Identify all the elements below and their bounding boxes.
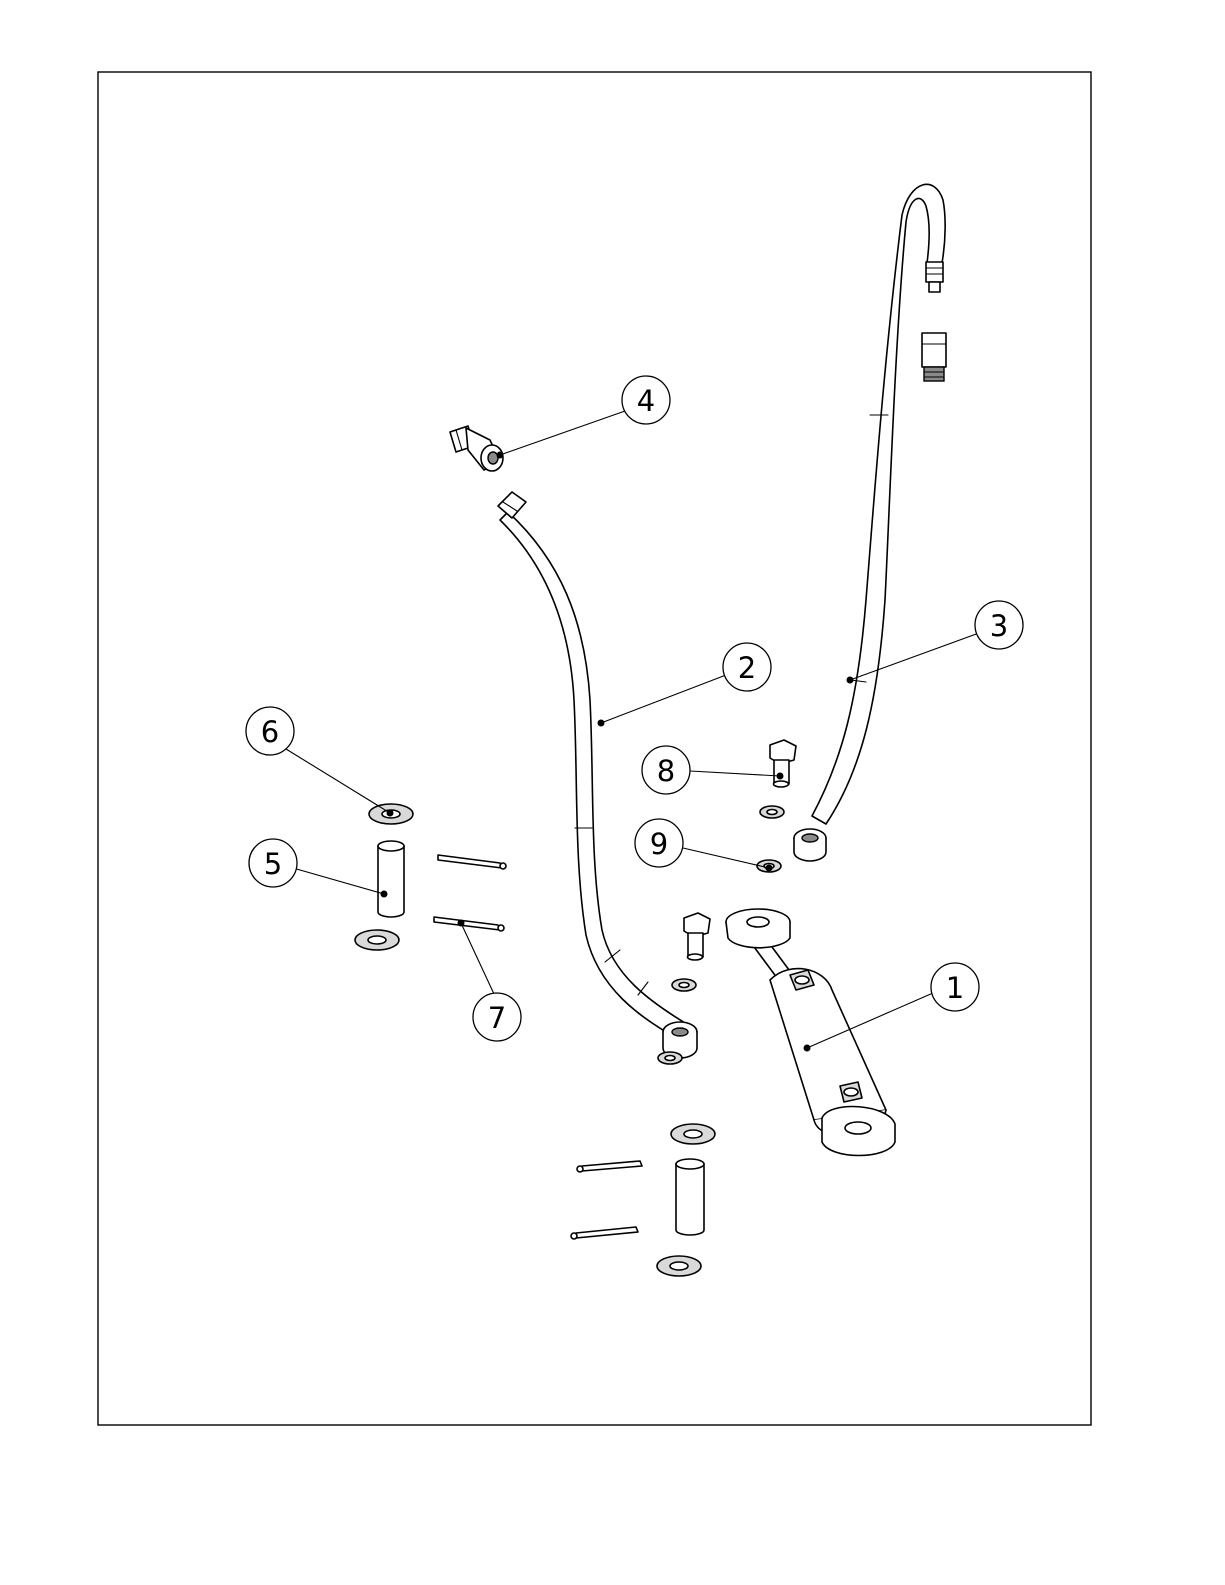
callout-5-label: 5 [264, 847, 282, 881]
callout-2: 2 [723, 643, 771, 691]
elbow-fitting [450, 426, 503, 471]
pin-set-bottom [571, 1124, 715, 1276]
sealing-washers-upper [757, 806, 784, 872]
banjo-bolt-lower [684, 913, 710, 960]
callout-9: 9 [635, 819, 683, 867]
pin-set-left [355, 804, 506, 950]
callout-3: 3 [975, 601, 1023, 649]
callout-5: 5 [249, 839, 297, 887]
hose-assembly-long [794, 184, 946, 861]
banjo-bolt-upper [770, 740, 796, 787]
callout-8-label: 8 [657, 754, 675, 788]
hydraulic-cylinder [726, 909, 895, 1156]
callout-9-label: 9 [650, 827, 668, 861]
callout-6: 6 [246, 707, 294, 755]
callout-1: 1 [931, 963, 979, 1011]
callout-8: 8 [642, 746, 690, 794]
callout-4: 4 [622, 376, 670, 424]
callout-1-label: 1 [946, 971, 964, 1005]
callout-7: 7 [473, 993, 521, 1041]
callout-2-label: 2 [738, 651, 756, 685]
callout-4-label: 4 [637, 384, 655, 418]
callout-6-label: 6 [261, 715, 279, 749]
callout-3-label: 3 [990, 609, 1008, 643]
callout-7-label: 7 [488, 1001, 506, 1035]
